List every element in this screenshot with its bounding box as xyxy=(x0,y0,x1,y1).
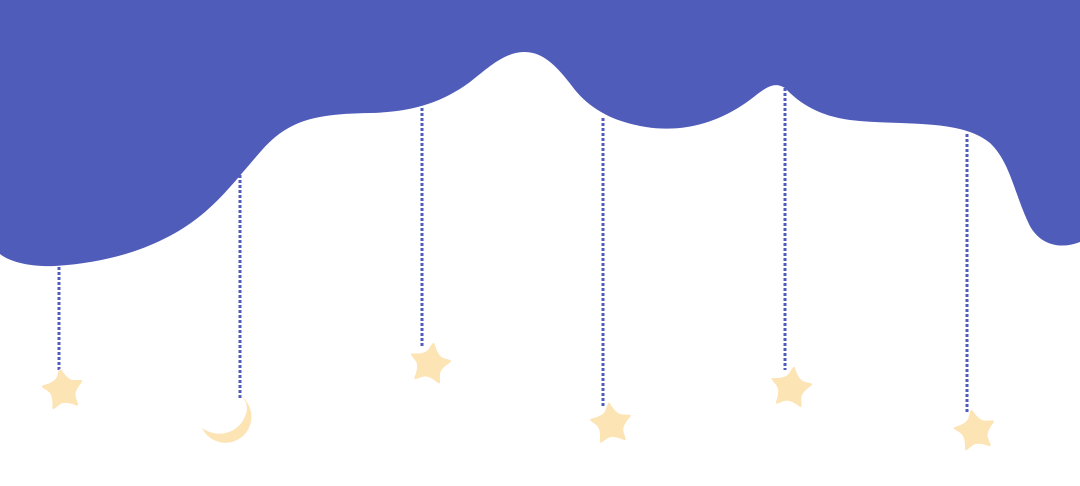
star-icon xyxy=(590,402,631,443)
star-icon xyxy=(953,409,995,451)
crescent-moon-icon xyxy=(202,394,252,443)
star-icon xyxy=(410,342,452,384)
cloud-shape xyxy=(0,0,1080,267)
star-icon xyxy=(41,368,83,410)
star-icon xyxy=(771,366,813,408)
